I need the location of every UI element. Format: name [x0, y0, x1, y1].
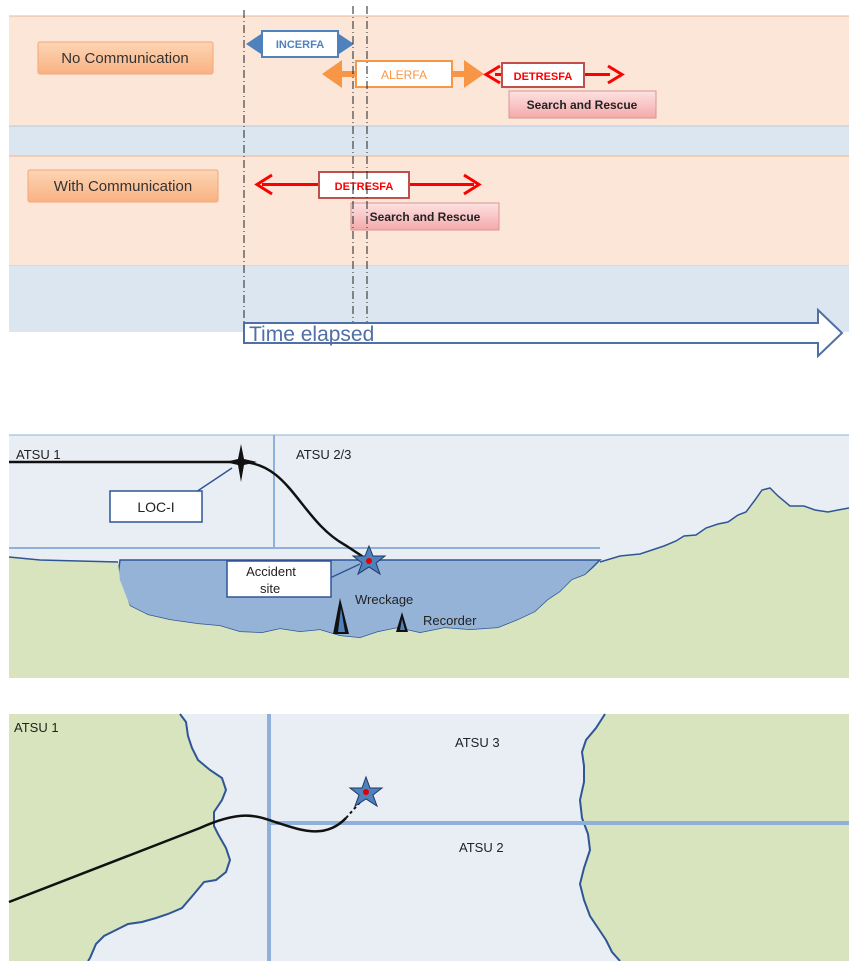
svg-text:Accident: Accident	[246, 564, 296, 579]
loc-i-callout: LOC-I	[109, 467, 233, 523]
svg-text:LOC-I: LOC-I	[137, 499, 174, 515]
land-right	[580, 714, 849, 961]
detresfa-arrow-with-communication: DETRESFA	[254, 171, 482, 199]
svg-text:DETRESFA: DETRESFA	[514, 71, 573, 83]
row-label-no-communication: No Communication	[37, 41, 214, 75]
svg-text:Search and Rescue: Search and Rescue	[527, 98, 638, 112]
recorder-label: Recorder	[423, 613, 477, 628]
profile-panel: ATSU 1 ATSU 2/3 LOC-I Accident site Wrec…	[8, 434, 849, 678]
svg-text:INCERFA: INCERFA	[276, 39, 324, 51]
band-bottom	[9, 266, 849, 332]
time-elapsed-arrow: Time elapsed	[243, 307, 844, 359]
timeline-panel: No Communication With Communication INCE…	[9, 6, 849, 359]
band-separator	[9, 126, 849, 156]
row-label-with-communication: With Communication	[27, 169, 219, 203]
flight-track	[8, 814, 347, 904]
svg-text:site: site	[260, 581, 280, 596]
alerfa-arrow: ALERFA	[322, 60, 484, 88]
plan-panel: ATSU 1 ATSU 3 ATSU 2	[8, 713, 849, 961]
loc-i-event-marker	[225, 444, 257, 482]
atsu-1-label: ATSU 1	[16, 447, 61, 462]
terrain	[9, 488, 849, 678]
detresfa-arrow-no-communication: DETRESFA	[483, 62, 625, 88]
search-and-rescue-box-2: Search and Rescue	[350, 202, 500, 231]
svg-text:ALERFA: ALERFA	[381, 68, 427, 82]
atsu-2-3-label: ATSU 2/3	[296, 447, 351, 462]
time-elapsed-label: Time elapsed	[249, 323, 374, 346]
atsu-1-plan-label: ATSU 1	[14, 720, 59, 735]
atsu-2-plan-label: ATSU 2	[459, 840, 504, 855]
svg-text:No Communication: No Communication	[61, 50, 189, 67]
atsu-3-plan-label: ATSU 3	[455, 735, 500, 750]
land-left	[9, 714, 230, 961]
svg-text:Search and Rescue: Search and Rescue	[370, 210, 481, 224]
incerfa-arrow: INCERFA	[246, 30, 354, 58]
search-and-rescue-box-1: Search and Rescue	[508, 90, 657, 119]
svg-text:With Communication: With Communication	[54, 178, 192, 195]
svg-text:DETRESFA: DETRESFA	[335, 181, 394, 193]
wreckage-label: Wreckage	[355, 592, 413, 607]
accident-site-callout: Accident site	[226, 560, 361, 598]
